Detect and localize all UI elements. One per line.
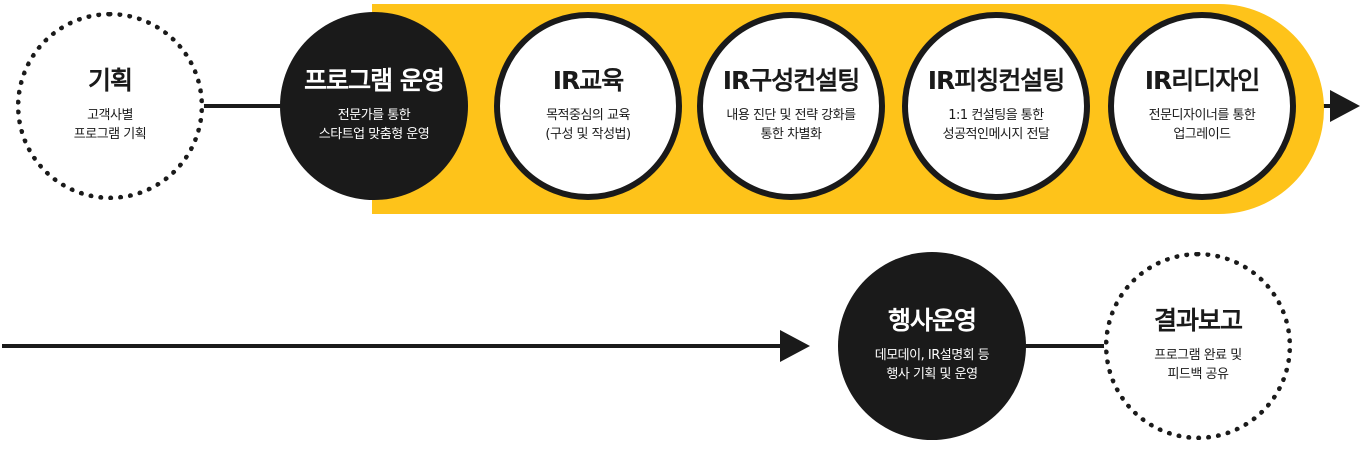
step-title: 결과보고 [1153,306,1243,336]
step-title: IR리디자인 [1144,66,1261,96]
step-ir-redesign-circle: IR리디자인 전문디자이너를 통한 업그레이드 [1108,12,1296,200]
step-ir-pitching-consulting-circle: IR피칭컨설팅 1:1 컨설팅을 통한 성공적인메시지 전달 [902,12,1090,200]
step-program-operation-circle: 프로그램 운영 전문가를 통한 스타트업 맞춤형 운영 [280,12,468,200]
step-event-operation-circle: 행사운영 데모데이, IR설명회 등 행사 기획 및 운영 [838,252,1026,440]
step-title: IR교육 [552,66,625,96]
step-description: 프로그램 완료 및 피드백 공유 [1154,347,1242,383]
top-arrow-head [1330,90,1360,122]
step-description: 목적중심의 교육 (구성 및 작성법) [545,107,631,143]
bottom-arrow-head [780,330,810,362]
step-description: 내용 진단 및 전략 강화를 통한 차별화 [726,107,856,143]
step-description: 전문디자이너를 통한 업그레이드 [1148,107,1256,143]
step-planning-circle: 기획 고객사별 프로그램 기획 [16,12,204,200]
step-title: IR구성컨설팅 [722,66,861,96]
step-title: IR피칭컨설팅 [927,66,1066,96]
step-description: 1:1 컨설팅을 통한 성공적인메시지 전달 [942,107,1050,143]
step-title: 기획 [87,66,133,96]
step-description: 데모데이, IR설명회 등 행사 기획 및 운영 [874,347,990,383]
step-description: 고객사별 프로그램 기획 [73,107,147,143]
step-ir-education-circle: IR교육 목적중심의 교육 (구성 및 작성법) [494,12,682,200]
bottom-connector-line [2,344,792,348]
step-ir-structure-consulting-circle: IR구성컨설팅 내용 진단 및 전략 강화를 통한 차별화 [697,12,885,200]
step-title: 행사운영 [887,306,977,336]
bottom-connector-line-2 [1020,344,1110,348]
step-description: 전문가를 통한 스타트업 맞춤형 운영 [318,107,430,143]
step-title: 프로그램 운영 [304,66,445,96]
step-result-report-circle: 결과보고 프로그램 완료 및 피드백 공유 [1104,252,1292,440]
